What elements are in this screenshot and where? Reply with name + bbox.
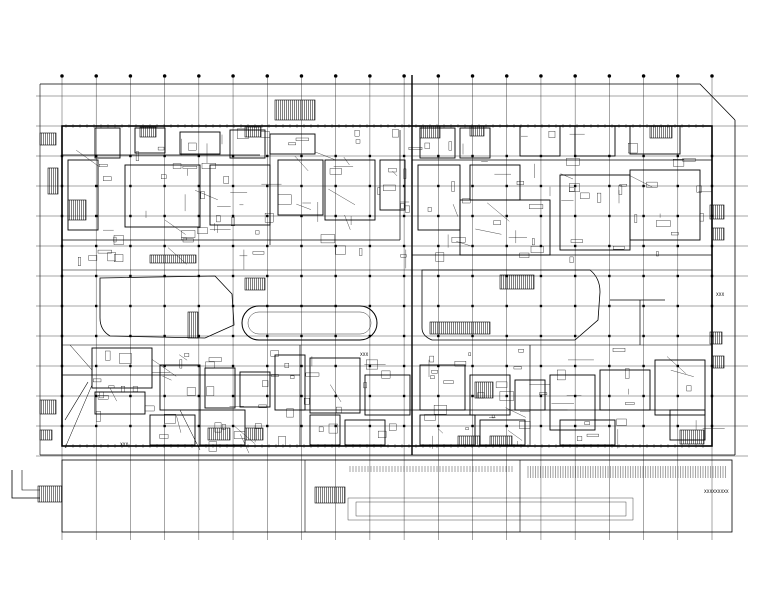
fixture-details <box>65 124 726 521</box>
building-outline <box>11 75 736 533</box>
annotation-label: XXX <box>120 442 128 447</box>
stair-and-column-blocks <box>37 99 725 504</box>
annotation-label: XXX <box>360 352 368 357</box>
annotation-label: XXXXXXXXX <box>704 489 729 494</box>
annotation-label: XXX <box>716 292 724 297</box>
room-partitions <box>62 125 712 446</box>
plan-annotations: XXX XXX XXX XXXXXXXXX <box>120 292 729 494</box>
